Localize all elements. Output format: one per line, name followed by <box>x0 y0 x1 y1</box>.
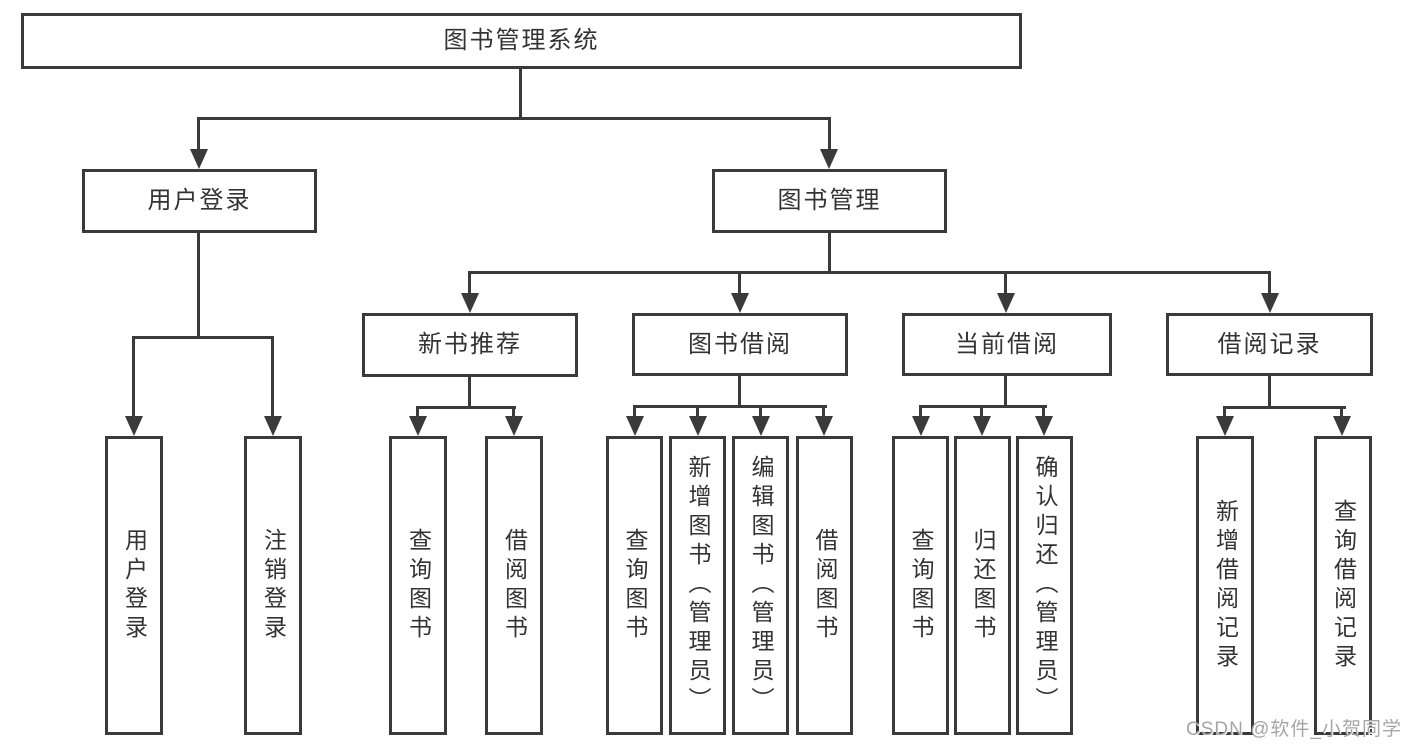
arrowhead-down <box>912 416 930 436</box>
connector-vline <box>1268 271 1271 295</box>
connector-vline <box>197 117 200 152</box>
arrowhead-down <box>997 293 1015 313</box>
leaf-query-books-recommend-label: 查询图书 <box>405 527 432 644</box>
connector-vline <box>980 405 983 418</box>
node-current-borrowing-label: 当前借阅 <box>955 330 1059 358</box>
node-borrowing-records: 借阅记录 <box>1166 313 1373 376</box>
leaf-edit-book-admin: 编辑图书（管理员） <box>732 436 789 735</box>
arrowhead-down <box>264 416 282 436</box>
connector-vline <box>519 69 522 120</box>
leaf-add-borrow-record: 新增借阅记录 <box>1196 436 1254 735</box>
connector-hline <box>197 117 831 120</box>
connector-hline <box>919 405 1047 408</box>
leaf-user-login-label: 用户登录 <box>121 527 148 644</box>
connector-vline <box>416 406 419 418</box>
connector-vline <box>738 376 741 408</box>
connector-hline <box>468 271 1271 274</box>
leaf-borrow-books-recommend: 借阅图书 <box>485 436 543 735</box>
arrowhead-down <box>1216 416 1234 436</box>
connector-vline <box>468 271 471 295</box>
connector-vline <box>696 405 699 418</box>
leaf-edit-book-admin-label: 编辑图书（管理员） <box>748 455 774 716</box>
leaf-user-login: 用户登录 <box>105 436 163 735</box>
connector-hline <box>132 336 274 339</box>
arrowhead-down <box>626 416 644 436</box>
node-new-book-recommend-label: 新书推荐 <box>418 331 522 358</box>
leaf-query-books-current: 查询图书 <box>892 436 949 735</box>
arrowhead-down <box>820 149 838 169</box>
connector-vline <box>633 405 636 418</box>
connector-vline <box>1004 271 1007 295</box>
node-book-borrowing: 图书借阅 <box>632 313 848 376</box>
node-borrowing-records-label: 借阅记录 <box>1217 330 1322 358</box>
node-current-borrowing: 当前借阅 <box>902 313 1112 376</box>
connector-vline <box>271 336 274 418</box>
node-book-borrowing-label: 图书借阅 <box>688 330 792 358</box>
arrowhead-down <box>190 149 208 169</box>
connector-vline <box>1042 405 1045 418</box>
arrowhead-down <box>409 416 427 436</box>
leaf-borrow-books-borrowing: 借阅图书 <box>796 436 853 735</box>
leaf-add-book-admin: 新增图书（管理员） <box>669 436 726 735</box>
arrowhead-down <box>731 293 749 313</box>
connector-vline <box>468 377 471 409</box>
leaf-logout-login-label: 注销登录 <box>260 527 287 644</box>
leaf-borrow-books-borrowing-label: 借阅图书 <box>812 527 838 644</box>
connector-vline <box>828 233 831 274</box>
leaf-confirm-return-admin: 确认归还（管理员） <box>1016 436 1073 735</box>
arrowhead-down <box>125 416 143 436</box>
connector-vline <box>738 271 741 295</box>
node-user-login-label: 用户登录 <box>147 187 252 214</box>
leaf-borrow-books-recommend-label: 借阅图书 <box>501 527 528 644</box>
leaf-query-books-borrowing-label: 查询图书 <box>622 527 648 644</box>
leaf-logout-login: 注销登录 <box>244 436 302 735</box>
connector-hline <box>633 405 827 408</box>
connector-vline <box>1268 376 1271 409</box>
node-root: 图书管理系统 <box>21 13 1022 69</box>
arrowhead-down <box>973 416 991 436</box>
leaf-confirm-return-admin-label: 确认归还（管理员） <box>1032 455 1058 716</box>
leaf-query-books-borrowing: 查询图书 <box>606 436 663 735</box>
node-root-label: 图书管理系统 <box>443 27 600 54</box>
connector-vline <box>759 405 762 418</box>
connector-vline <box>197 233 200 339</box>
arrowhead-down <box>461 293 479 313</box>
connector-vline <box>132 336 135 418</box>
node-book-management: 图书管理 <box>712 169 947 233</box>
arrowhead-down <box>1333 416 1351 436</box>
leaf-query-borrow-record: 查询借阅记录 <box>1314 436 1372 735</box>
arrowhead-down <box>689 416 707 436</box>
connector-vline <box>822 405 825 418</box>
arrowhead-down <box>1261 293 1279 313</box>
arrowhead-down <box>1035 416 1053 436</box>
node-user-login: 用户登录 <box>82 169 317 233</box>
leaf-add-borrow-record-label: 新增借阅记录 <box>1212 498 1239 673</box>
connector-vline <box>512 406 515 418</box>
connector-vline <box>1004 376 1007 408</box>
arrowhead-down <box>752 416 770 436</box>
leaf-query-borrow-record-label: 查询借阅记录 <box>1330 498 1357 673</box>
connector-hline <box>416 406 516 409</box>
leaf-query-books-recommend: 查询图书 <box>389 436 447 735</box>
leaf-query-books-current-label: 查询图书 <box>908 527 934 644</box>
connector-vline <box>828 117 831 152</box>
connector-vline <box>1223 406 1226 418</box>
connector-vline <box>919 405 922 418</box>
leaf-return-books: 归还图书 <box>954 436 1011 735</box>
leaf-return-books-label: 归还图书 <box>970 527 996 644</box>
leaf-add-book-admin-label: 新增图书（管理员） <box>685 455 711 716</box>
node-new-book-recommend: 新书推荐 <box>362 313 578 377</box>
connector-vline <box>1340 406 1343 418</box>
node-book-management-label: 图书管理 <box>777 187 882 214</box>
connector-hline <box>1223 406 1346 409</box>
csdn-watermark: CSDN @软件_小贺同学 <box>1186 719 1402 740</box>
arrowhead-down <box>815 416 833 436</box>
arrowhead-down <box>505 416 523 436</box>
